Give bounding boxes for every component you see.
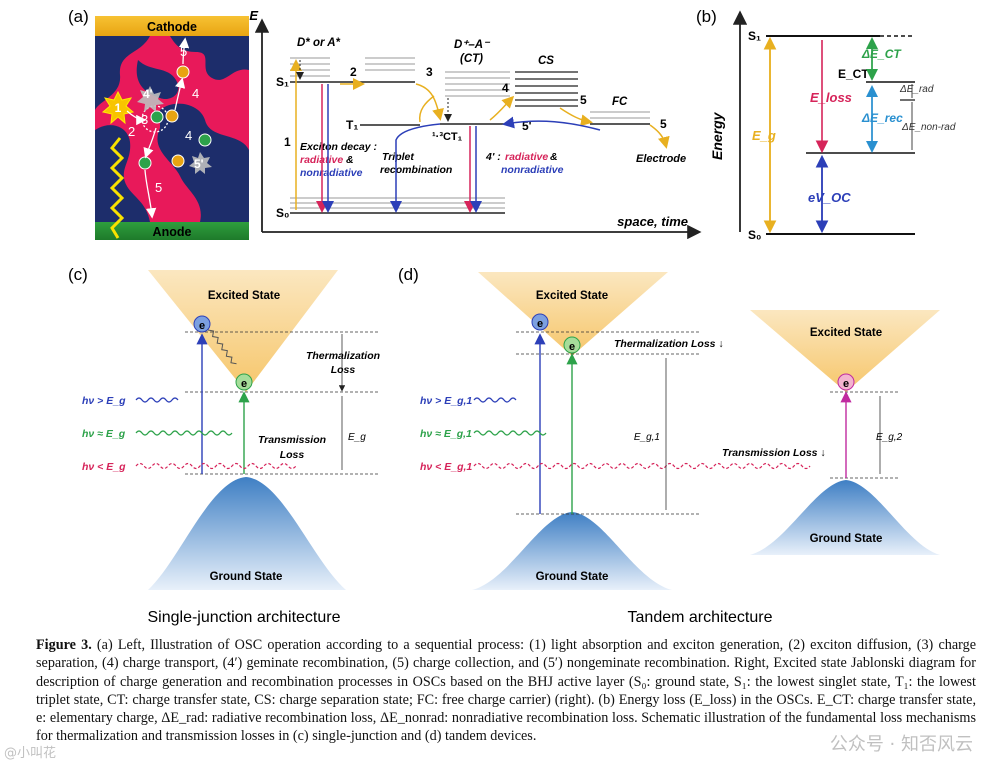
title-single-junction: Single-junction architecture [148,609,341,626]
axis-energy: Energy [709,111,725,160]
label-n1: 1 [284,135,291,149]
label-d-star: D* or A* [297,37,341,49]
label-n5prime: 5' [522,119,532,133]
osc-device-illustration: Cathode Anode 1 2 3 4 5 4' 5' [95,16,249,240]
label-fc: FC [612,96,628,108]
label-electrode: Electrode [636,153,686,165]
label-4prime: 4' : [485,151,501,163]
anode-label: Anode [153,225,192,239]
panel-b-label: (b) [696,7,717,26]
label-denonrad: ΔE_non-rad [901,122,956,133]
tandem-diagram: Excited State Ground State Excited State… [420,272,940,626]
label-eloss: E_loss [810,90,852,105]
label-s1-b: S₁ [748,29,761,43]
label-t1: T₁ [346,118,358,132]
electron-d3: e [843,378,849,390]
title-tandem: Tandem architecture [628,609,773,626]
label-n5b: 5 [660,117,667,131]
label-ect: E_CT [838,67,869,81]
energy-loss-diagram: Energy S₁ S₀ E_g E_loss eV_OC E_CT ΔE_CT… [709,10,956,242]
hv-lt-c: hν < E_g [82,461,126,473]
label-cs: CS [538,55,554,67]
label-4prime-nonradiative: nonradiative [501,164,564,176]
cathode-label: Cathode [147,20,197,34]
label-n3: 3 [426,65,433,79]
label-ct1: ¹·³CT₁ [432,131,463,143]
thermalization-loss-c: Loss [331,364,356,376]
label-dplus-aminus: D⁺–A⁻ [454,39,491,51]
step-5b: 5 [155,180,162,195]
axis-space-time: space, time [617,214,688,229]
hv-gt-d: hν > E_g,1 [420,395,472,407]
light-absorption-star [101,90,135,125]
hv-gt-c: hν > E_g [82,395,126,407]
eg2-d: E_g,2 [876,432,903,443]
step-5: 5 [180,44,187,59]
label-exciton-decay: Exciton decay : [300,141,377,153]
step-1: 1 [115,101,122,115]
step-2: 2 [128,124,135,139]
label-amp: & [346,154,354,166]
step-4: 4 [192,86,199,101]
step-3: 3 [141,112,148,127]
label-s1: S₁ [276,75,289,89]
figure-3: (a) Cathode Anode 1 2 3 4 5 [68,7,956,626]
eg1-d: E_g,1 [634,432,660,443]
label-evoc: eV_OC [808,190,851,205]
hv-eq-c: hν ≈ E_g [82,428,126,440]
ground-state-d1: Ground State [536,571,609,583]
excited-state-d1: Excited State [536,290,608,302]
label-4prime-radiative: radiative [505,151,548,163]
label-4prime-amp: & [550,151,558,163]
ground-state-c: Ground State [210,571,283,583]
step-5-prime: 5' [194,157,204,171]
label-dect: ΔE_CT [861,47,902,61]
hv-eq-d: hν ≈ E_g,1 [420,428,472,440]
jablonski-diagram: E space, time D* or A* D⁺–A⁻ (CT) CS FC … [249,8,702,240]
electron-c2: e [241,378,247,390]
ground-state-d2: Ground State [810,533,883,545]
thermalization-c: Thermalization [306,350,380,362]
step-4-prime: 4' [143,87,153,101]
label-s0: S₀ [276,206,289,220]
label-derec: ΔE_rec [861,111,903,125]
step-4b: 4 [185,128,192,143]
hv-lt-d: hν < E_g,1 [420,461,472,473]
label-nonradiative: nonradiative [300,167,363,179]
panel-d-label: (d) [398,265,419,284]
label-n5a: 5 [580,93,587,107]
panel-c-label: (c) [68,265,88,284]
single-junction-diagram: Excited State Ground State e e hν > E_g … [82,270,380,626]
transmission-c: Transmission [258,434,326,446]
label-eg-b: E_g [752,128,776,143]
watermark: 公众号 · 知否风云 [829,734,973,755]
label-s0-b: S₀ [748,228,761,242]
caption-figure-number: Figure 3. [36,637,92,653]
label-ct: (CT) [460,53,483,65]
excited-state-d2: Excited State [810,327,882,339]
label-n2: 2 [350,65,357,79]
transmission-loss-c: Loss [280,449,305,461]
thermalization-loss-d: Thermalization Loss ↓ [614,338,724,350]
watermark-left: @小叫花 [4,746,57,761]
label-recombination: recombination [380,164,452,176]
electron-c1: e [199,320,205,332]
transmission-loss-d: Transmission Loss ↓ [722,447,826,459]
figure-caption: Figure 3. (a) Left, Illustration of OSC … [36,636,976,746]
label-n4: 4 [502,81,509,95]
electron-d1: e [537,318,543,330]
label-triplet: Triplet [382,151,414,163]
excited-state-c: Excited State [208,290,280,302]
electron-d2: e [569,341,575,353]
axis-e: E [249,8,258,23]
eg-c: E_g [348,432,366,443]
panel-a-label: (a) [68,7,89,26]
caption-text: (a) Left, Illustration of OSC operation … [36,637,976,745]
label-derad: ΔE_rad [899,84,934,95]
